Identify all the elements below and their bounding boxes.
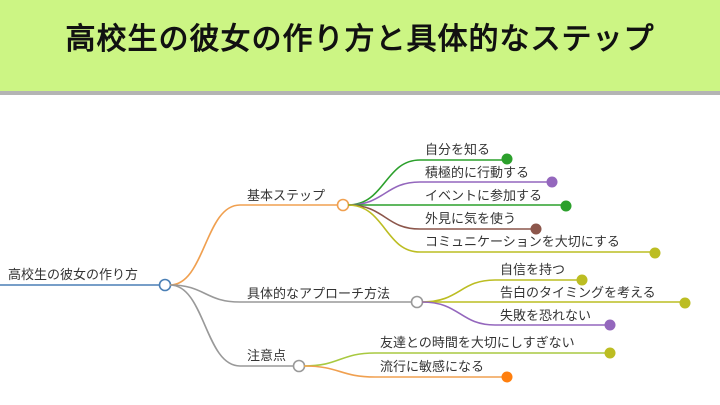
branch-collapse-toggle[interactable] xyxy=(292,359,306,373)
branch-edge xyxy=(169,284,293,367)
root-node[interactable]: 高校生の彼女の作り方 xyxy=(0,267,172,292)
leaf-node[interactable]: イベントに参加する xyxy=(348,188,572,212)
leaf-label: 積極的に行動する xyxy=(425,165,529,181)
leaf-label: 告白のタイミングを考える xyxy=(500,285,656,301)
branch-edge xyxy=(169,204,337,286)
root-label: 高校生の彼女の作り方 xyxy=(8,267,138,283)
page-title: 高校生の彼女の作り方と具体的なステップ xyxy=(65,22,655,57)
leaf-node[interactable]: 自分を知る xyxy=(347,142,513,206)
leaf-dot xyxy=(679,297,691,309)
leaf-label: コミュニケーションを大切にする xyxy=(425,235,620,250)
leaf-label: 外見に気を使う xyxy=(425,211,516,227)
leaf-dot xyxy=(530,223,542,235)
leaf-dot xyxy=(604,319,616,331)
leaf-node[interactable]: 告白のタイミングを考える xyxy=(422,285,691,309)
branch-approach-methods[interactable]: 具体的なアプローチ方法 自信を持つ 告白のタイミングを考える 失敗を恐れない xyxy=(169,263,691,331)
branch-collapse-toggle[interactable] xyxy=(336,198,350,212)
leaf-label: 流行に敏感になる xyxy=(380,359,484,375)
leaf-node[interactable]: 自信を持つ xyxy=(421,263,588,303)
root-collapse-toggle[interactable] xyxy=(158,278,172,292)
branch-label: 基本ステップ xyxy=(247,189,325,204)
leaf-node[interactable]: 失敗を恐れない xyxy=(421,301,616,331)
branch-collapse-toggle[interactable] xyxy=(410,295,424,309)
branch-basic-steps[interactable]: 基本ステップ 自分を知る 積極的に行動する イベントに参加する 外見に気を使う … xyxy=(169,142,661,286)
leaf-dot xyxy=(501,371,513,383)
leaf-dot xyxy=(560,200,572,212)
leaf-dot xyxy=(501,153,513,165)
leaf-dot xyxy=(649,247,661,259)
leaf-node[interactable]: コミュニケーションを大切にする xyxy=(347,204,661,259)
leaf-label: 失敗を恐れない xyxy=(500,309,591,324)
leaf-dot xyxy=(576,274,588,286)
branch-label: 具体的なアプローチ方法 xyxy=(247,286,390,302)
leaf-node[interactable]: 積極的に行動する xyxy=(347,165,558,206)
leaf-label: 自信を持つ xyxy=(500,263,565,278)
leaf-dot xyxy=(604,347,616,359)
leaf-label: 友達との時間を大切にしすぎない xyxy=(380,335,575,351)
leaf-label: イベントに参加する xyxy=(425,188,542,204)
leaf-dot xyxy=(546,176,558,188)
leaf-node[interactable]: 友達との時間を大切にしすぎない xyxy=(303,335,616,367)
branch-label: 注意点 xyxy=(247,348,286,364)
branch-cautions[interactable]: 注意点 友達との時間を大切にしすぎない 流行に敏感になる xyxy=(169,284,616,383)
leaf-label: 自分を知る xyxy=(425,142,490,158)
leaf-node[interactable]: 流行に敏感になる xyxy=(303,359,513,383)
title-banner: 高校生の彼女の作り方と具体的なステップ xyxy=(0,0,720,95)
branch-edge xyxy=(169,284,411,303)
